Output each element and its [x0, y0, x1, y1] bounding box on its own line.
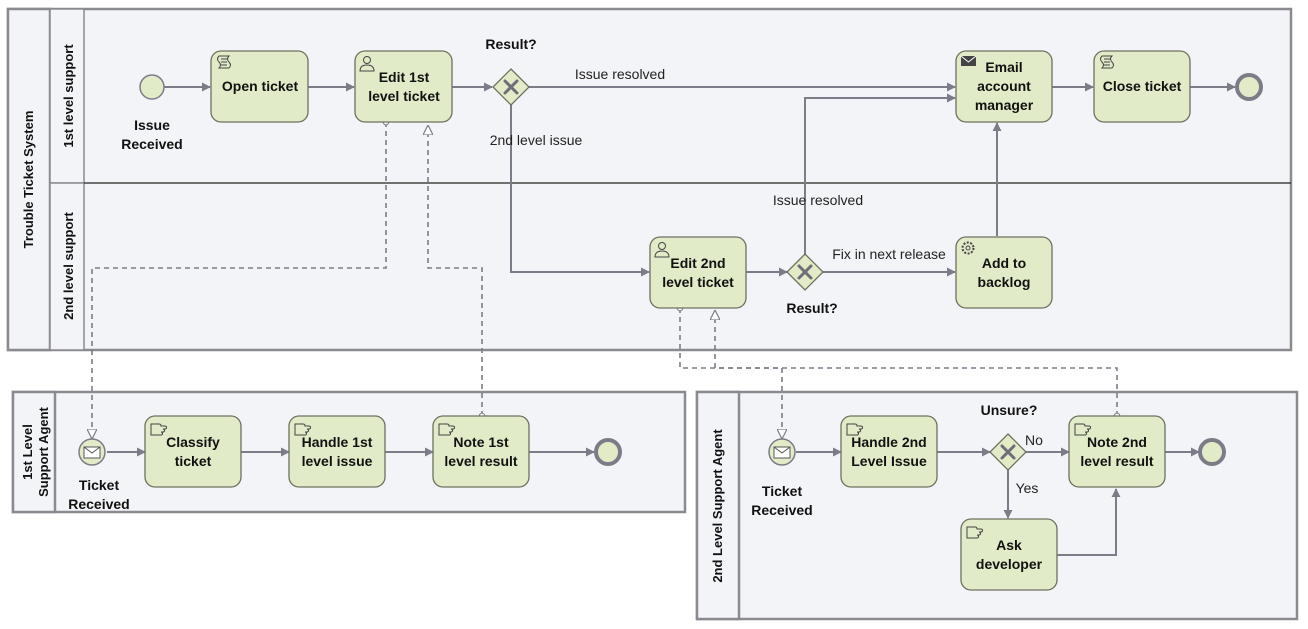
gateway-label: Result? [485, 36, 536, 52]
script-icon [1100, 55, 1114, 69]
event-label-line2: Received [121, 136, 182, 152]
end-event-2 [594, 438, 622, 466]
task-edit-1st-level-ticket: Edit 1st level ticket [354, 50, 453, 123]
task-label-line1: Ask [996, 537, 1022, 553]
message-start-event-ticket-2 [768, 438, 796, 466]
script-icon [217, 55, 231, 69]
task-label-line1: Close ticket [1103, 78, 1182, 94]
task-classify-ticket: Classify ticket [144, 415, 242, 488]
task-label-line2: level ticket [368, 88, 440, 104]
task-label-line1: Handle 2nd [851, 434, 926, 450]
task-label-line1: Edit 2nd [670, 255, 725, 271]
flow-label: Fix in next release [832, 246, 946, 262]
task-label-line2: level result [444, 453, 517, 469]
event-label-line1: Issue [134, 117, 170, 133]
message-flows [92, 122, 1117, 438]
gateway-unsure [989, 433, 1027, 471]
flow-label: 2nd level issue [490, 132, 583, 148]
task-label-line2: Level Issue [851, 453, 927, 469]
task-label-line2: ticket [175, 453, 212, 469]
event-label-line2: Received [68, 496, 129, 512]
user-icon [654, 242, 670, 258]
task-handle-2nd-level-issue: Handle 2nd Level Issue [840, 415, 938, 488]
gateway-result-1 [492, 68, 530, 106]
task-edit-2nd-level-ticket: Edit 2nd level ticket [649, 236, 747, 309]
task-close-ticket: Close ticket [1093, 50, 1191, 123]
event-label-line2: Received [751, 502, 812, 518]
task-note-1st-level-result: Note 1st level result [432, 415, 530, 488]
lane-title-1st: 1st level support [61, 44, 76, 148]
hand-icon [150, 423, 168, 436]
task-label-line1: Note 2nd [1087, 434, 1147, 450]
task-label-line2: backlog [978, 274, 1031, 290]
hand-icon [1074, 423, 1092, 436]
pool-title: 2nd Level Support Agent [710, 429, 725, 583]
hand-icon [438, 423, 456, 436]
task-label-line1: Note 1st [453, 434, 509, 450]
task-label-line1: Classify [166, 434, 220, 450]
event-label-line1: Ticket [79, 477, 120, 493]
pool-title-line2: Support Agent [36, 406, 51, 496]
task-label-line1: Add to [982, 255, 1026, 271]
end-event-1 [1235, 73, 1263, 101]
task-add-to-backlog: Add to backlog [955, 236, 1053, 309]
pool-title-line1: 1st Level [20, 424, 35, 480]
lane-title-2nd: 2nd level support [61, 212, 76, 320]
task-label-line1: Edit 1st [379, 69, 430, 85]
start-event-issue-received [139, 74, 165, 100]
task-email-account-manager: Email account manager [955, 50, 1053, 123]
task-label-line1: Open ticket [222, 78, 299, 94]
gateway-result-2 [786, 253, 824, 291]
hand-icon [846, 423, 864, 436]
sequence-flows [107, 82, 1236, 556]
task-label-line2: level result [1080, 453, 1153, 469]
message-start-event-ticket-1 [78, 438, 106, 466]
event-label-line1: Ticket [762, 483, 803, 499]
task-label-line2: level ticket [662, 274, 734, 290]
flow-label: Issue resolved [575, 66, 665, 82]
flow-label: Issue resolved [773, 192, 863, 208]
task-open-ticket: Open ticket [210, 50, 309, 123]
task-label-line2: account [977, 78, 1031, 94]
user-icon [359, 56, 375, 72]
hand-icon [294, 423, 312, 436]
gateway-label: Result? [786, 300, 837, 316]
envelope-icon [960, 55, 977, 66]
end-event-3 [1198, 438, 1226, 466]
task-handle-1st-level-issue: Handle 1st level issue [288, 415, 386, 488]
task-label-line1: Handle 1st [302, 434, 373, 450]
flow-label: No [1025, 432, 1043, 448]
task-label-line2: level issue [302, 453, 373, 469]
task-label-line1: Email [985, 59, 1022, 75]
gateway-label: Unsure? [981, 402, 1038, 418]
hand-icon [966, 526, 984, 539]
pool-title: Trouble Ticket System [21, 111, 36, 249]
gear-icon [961, 241, 975, 255]
task-label-line3: manager [975, 97, 1034, 113]
task-ask-developer: Ask developer [960, 518, 1058, 591]
task-note-2nd-level-result: Note 2nd level result [1068, 415, 1166, 488]
flow-label: Yes [1016, 480, 1039, 496]
task-label-line2: developer [976, 556, 1043, 572]
